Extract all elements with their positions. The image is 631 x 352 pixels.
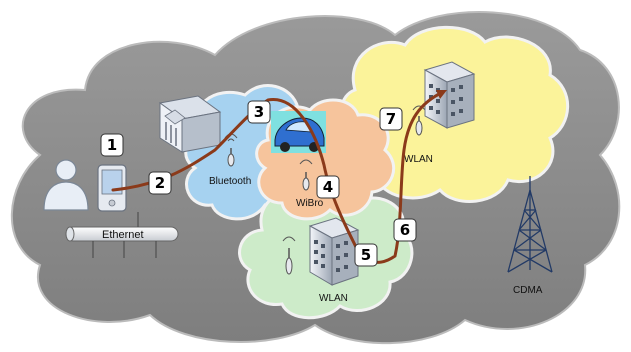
cell-tower-icon	[507, 176, 553, 273]
path-arrowhead	[436, 90, 447, 99]
antenna-icon	[412, 105, 426, 136]
svg-text:3: 3	[254, 103, 264, 121]
ethernet-label: Ethernet	[102, 229, 144, 241]
wlan-top-label: WLAN	[404, 154, 433, 165]
pda-icon	[97, 164, 127, 212]
car-icon	[271, 111, 326, 153]
svg-text:7: 7	[386, 110, 396, 128]
antenna-icon	[299, 159, 313, 191]
bank-building-icon	[158, 95, 222, 153]
office-building-icon	[423, 61, 476, 129]
step-badge-3: 3	[247, 100, 271, 124]
step-badge-6: 6	[393, 218, 417, 242]
wibro-label: WiBro	[296, 198, 324, 209]
svg-text:6: 6	[400, 221, 410, 239]
svg-text:4: 4	[323, 178, 333, 196]
step-badge-4: 4	[316, 175, 340, 199]
step-badge-7: 7	[379, 107, 403, 131]
step-badge-5: 5	[354, 243, 378, 267]
bluetooth-label: Bluetooth	[209, 176, 251, 187]
ethernet-cable	[65, 212, 179, 258]
wlan-bottom-label: WLAN	[319, 293, 348, 304]
office-building-icon	[308, 217, 360, 286]
svg-text:1: 1	[107, 136, 117, 154]
user-icon	[43, 159, 89, 211]
antenna-icon	[282, 236, 296, 275]
svg-text:5: 5	[361, 246, 371, 264]
svg-text:2: 2	[155, 174, 165, 192]
cdma-label: CDMA	[513, 285, 543, 296]
step-badge-2: 2	[148, 171, 172, 195]
step-badge-1: 1	[100, 133, 124, 157]
